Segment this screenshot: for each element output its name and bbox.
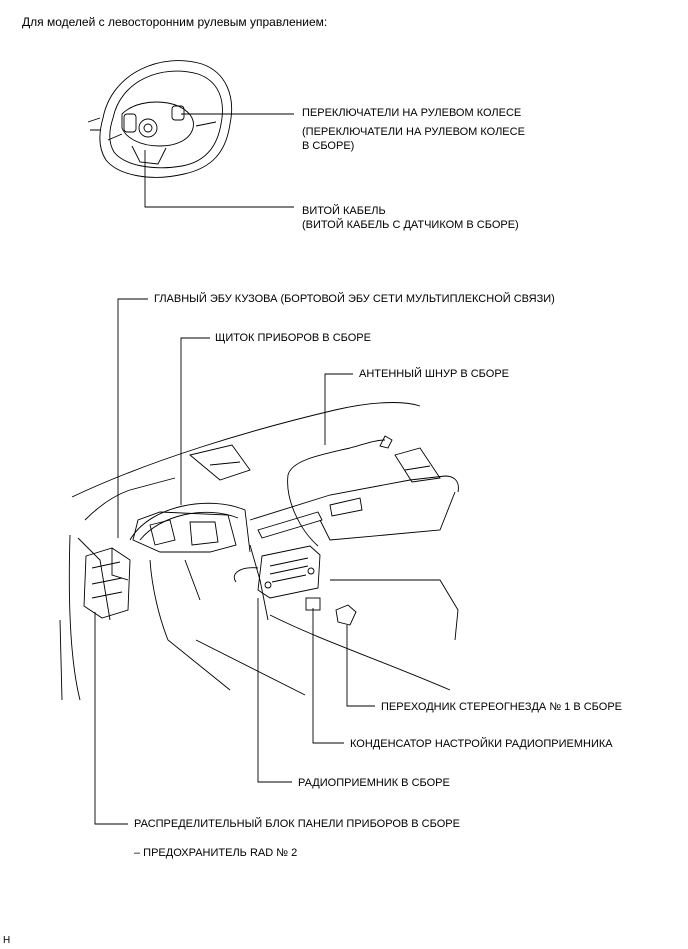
label-radio-receiver: РАДИОПРИЕМНИК В СБОРЕ — [298, 777, 450, 789]
label-spiral-cable-assy: (ВИТОЙ КАБЕЛЬ С ДАТЧИКОМ В СБОРЕ) — [302, 219, 519, 231]
label-combination-meter: ЩИТОК ПРИБОРОВ В СБОРЕ — [215, 332, 371, 344]
label-radio-setting-condenser: КОНДЕНСАТОР НАСТРОЙКИ РАДИОПРИЕМНИКА — [350, 738, 613, 750]
label-steering-pad-switch: ПЕРЕКЛЮЧАТЕЛИ НА РУЛЕВОМ КОЛЕСЕ — [302, 107, 522, 119]
label-rad-fuse: – ПРЕДОХРАНИТЕЛЬ RAD № 2 — [134, 847, 298, 859]
label-instrument-panel-junction-block: РАСПРЕДЕЛИТЕЛЬНЫЙ БЛОК ПАНЕЛИ ПРИБОРОВ В… — [134, 818, 460, 830]
label-steering-pad-switch-assy-line2: В СБОРЕ) — [302, 140, 355, 152]
figure-code: H — [3, 935, 11, 946]
label-main-body-ecu: ГЛАВНЫЙ ЭБУ КУЗОВА (БОРТОВОЙ ЭБУ СЕТИ МУ… — [154, 293, 555, 305]
label-spiral-cable: ВИТОЙ КАБЕЛЬ — [302, 205, 386, 217]
steering-wheel-illustration — [87, 60, 232, 178]
dashboard-illustration — [59, 402, 459, 701]
label-stereo-jack-adapter: ПЕРЕХОДНИК СТЕРЕОГНЕЗДА № 1 В СБОРЕ — [381, 701, 623, 713]
page-header: Для моделей с левосторонним рулевым упра… — [22, 15, 328, 29]
label-steering-pad-switch-assy-line1: (ПЕРЕКЛЮЧАТЕЛИ НА РУЛЕВОМ КОЛЕСЕ — [302, 126, 525, 138]
label-antenna-cord: АНТЕННЫЙ ШНУР В СБОРЕ — [359, 368, 509, 380]
